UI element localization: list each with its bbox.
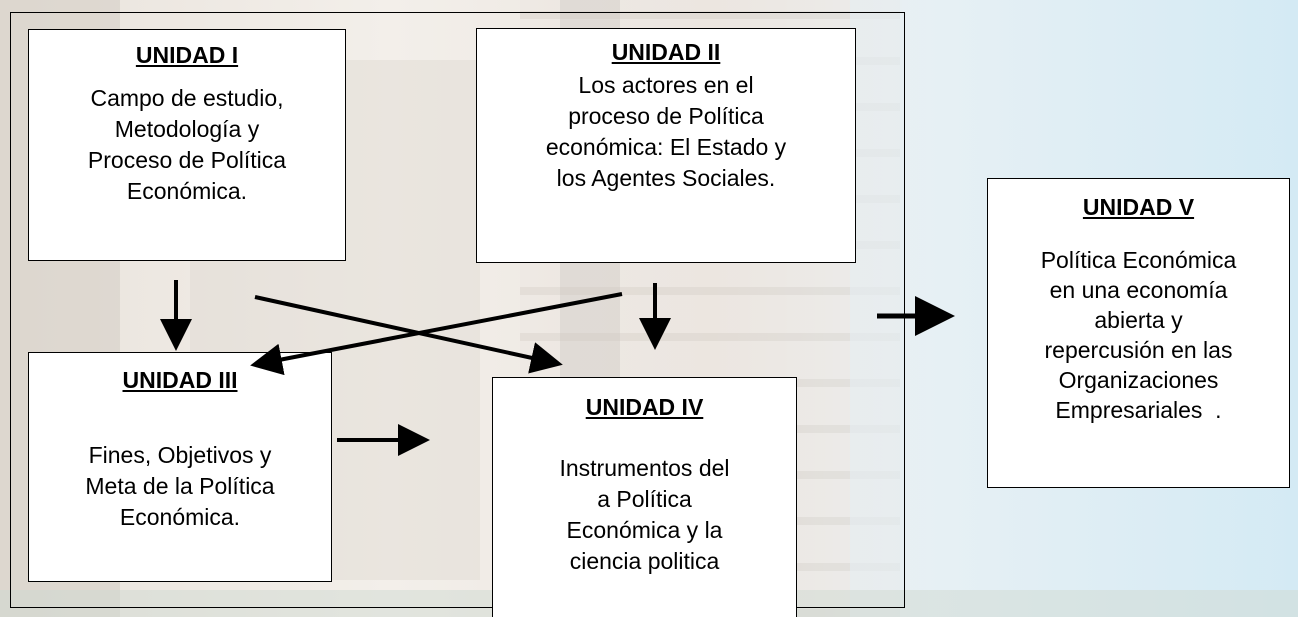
unit-5-title: UNIDAD V [1082, 194, 1195, 220]
units-frame [10, 12, 905, 608]
unit-3-title: UNIDAD III [122, 367, 238, 393]
arrow-u2-to-u3 [250, 292, 623, 376]
unit-2-title: UNIDAD II [611, 39, 721, 65]
arrow-u1-to-u4 [254, 295, 563, 374]
unit-4-title: UNIDAD IV [585, 394, 704, 420]
unit-1-title: UNIDAD I [135, 42, 239, 68]
